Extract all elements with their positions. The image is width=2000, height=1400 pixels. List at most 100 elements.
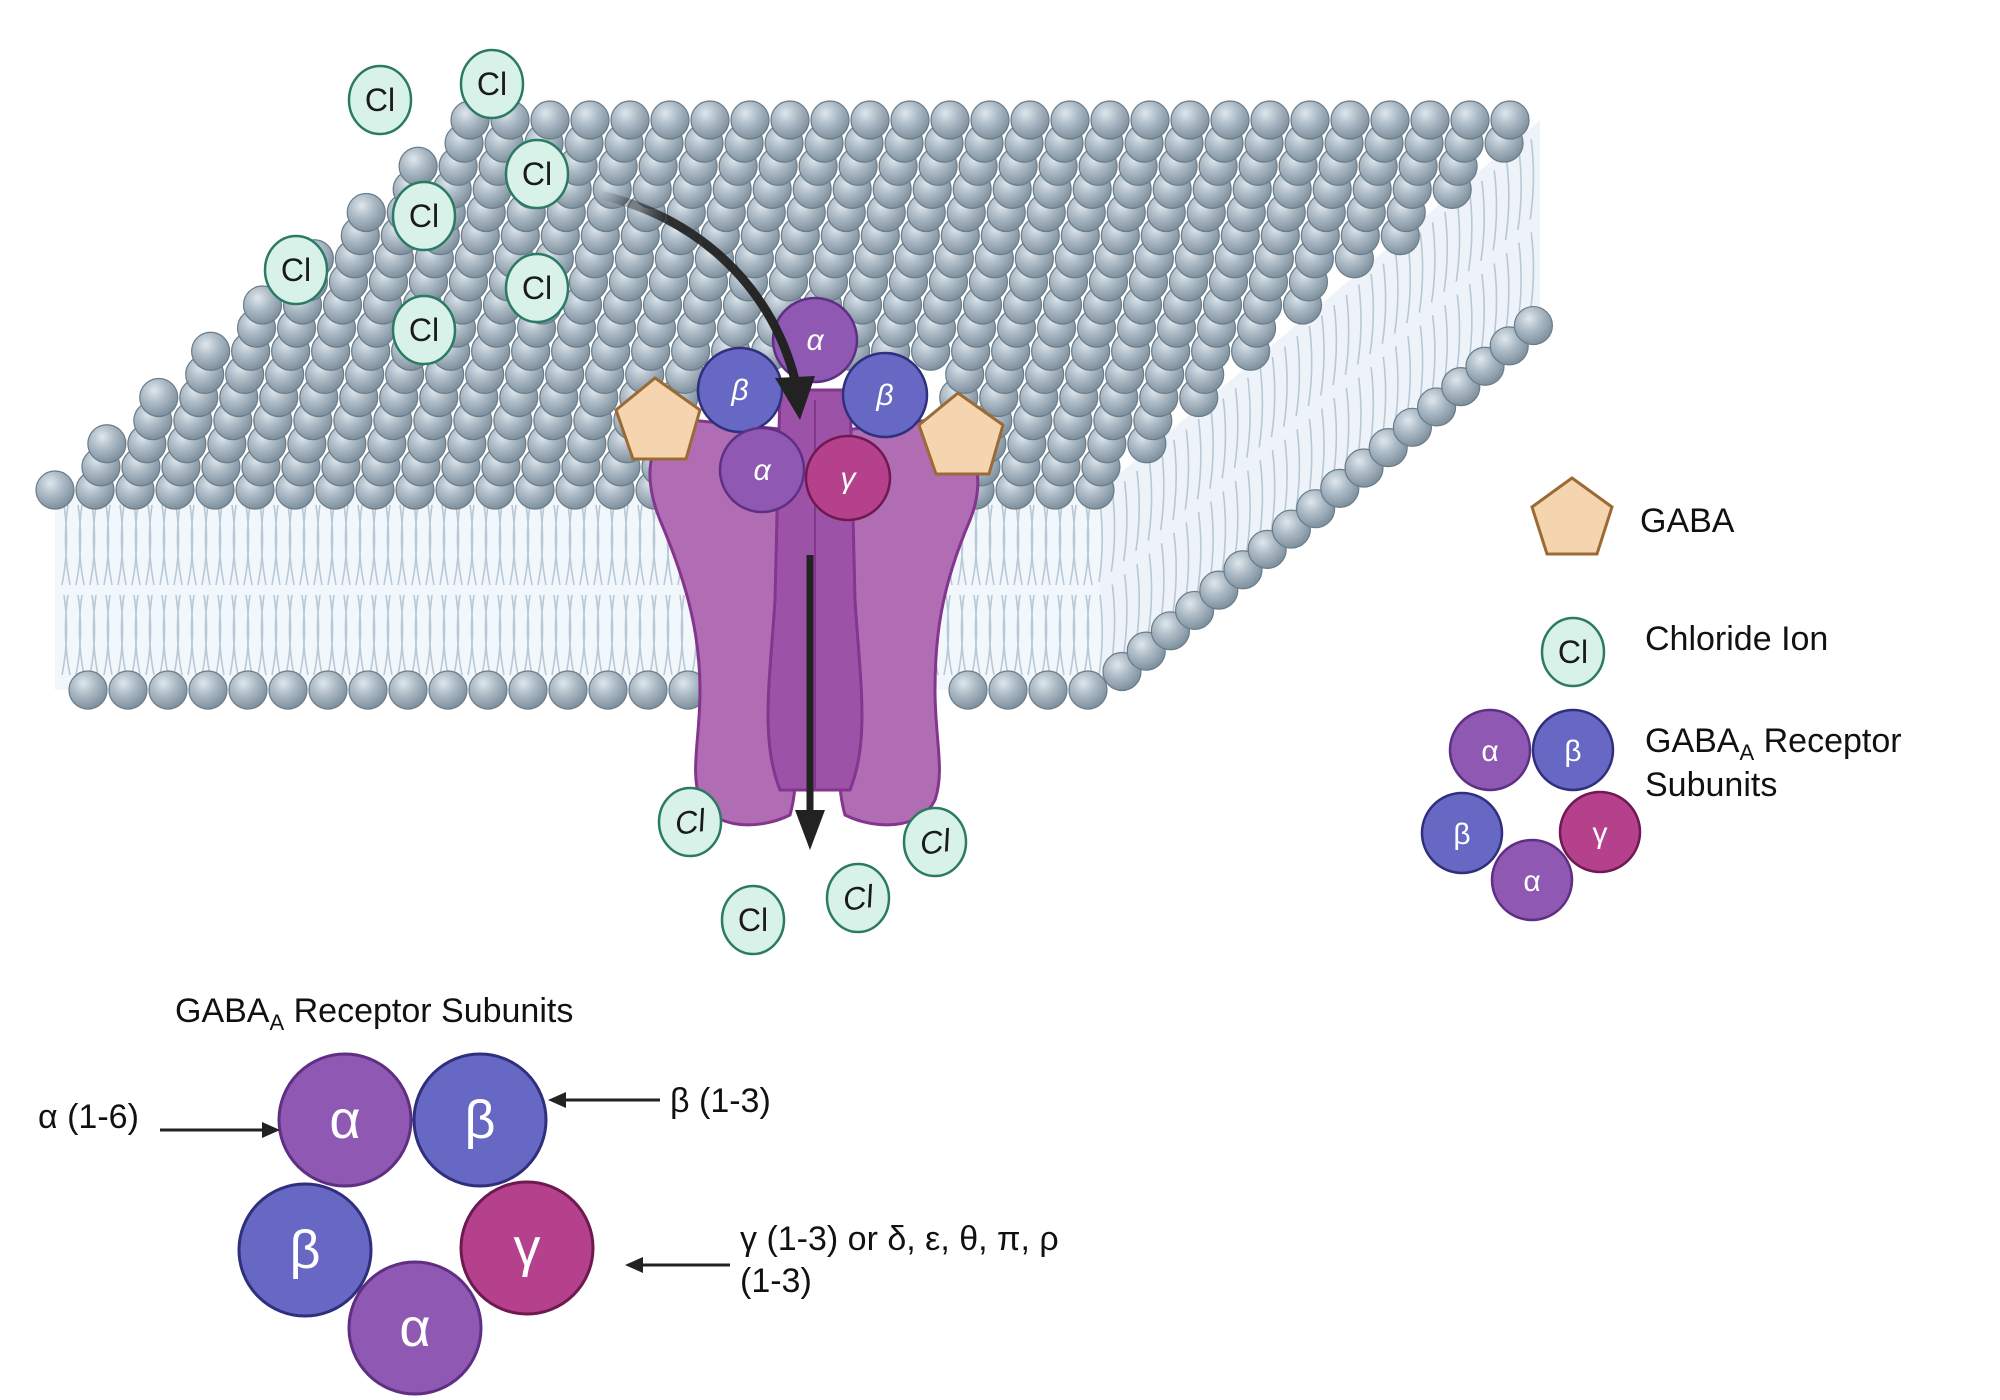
- chloride-ion-label: Cl: [365, 82, 395, 118]
- bilayer-side-fill: [1100, 120, 1540, 690]
- lipid-tail: [1480, 180, 1485, 354]
- chloride-ion-label: Cl: [522, 156, 552, 192]
- lipid-head: [1410, 100, 1450, 140]
- detail-title-sub: A: [269, 1010, 284, 1035]
- channel-subunit-label: α: [753, 454, 771, 487]
- lipid-head: [1170, 100, 1210, 140]
- chloride-ion: [347, 64, 413, 136]
- lipid-tail: [1027, 504, 1037, 676]
- legend-subunit: [1490, 838, 1574, 922]
- lipid-head: [690, 100, 730, 140]
- lipid-tail: [495, 504, 505, 676]
- label-beta: β (1-3): [670, 1082, 771, 1120]
- chloride-ion: [504, 252, 570, 324]
- lipid-head: [1010, 100, 1050, 140]
- lipid-tail: [1041, 504, 1051, 676]
- lipid-head: [388, 670, 428, 710]
- channel-subunit-label: α: [806, 324, 824, 357]
- lipid-head: [850, 100, 890, 140]
- channel-subunit: [696, 346, 784, 434]
- lipid-tail: [551, 504, 561, 676]
- lipid-tail: [1529, 139, 1535, 313]
- lipid-head: [398, 146, 438, 186]
- detail-title: GABAA Receptor Subunits: [175, 992, 573, 1035]
- lipid-tail: [159, 504, 169, 676]
- lipid-tail: [1455, 201, 1461, 375]
- lipid-head: [570, 100, 610, 140]
- lipid-head: [548, 670, 588, 710]
- lipid-tail: [1504, 160, 1510, 334]
- lipid-head: [970, 100, 1010, 140]
- lipid-tail: [327, 504, 337, 676]
- lipid-tail: [425, 504, 435, 676]
- lipid-head: [1490, 100, 1530, 140]
- lipid-tail: [397, 504, 407, 676]
- lipid-head: [1450, 100, 1490, 140]
- legend-subunit-label: β: [1453, 818, 1470, 851]
- lipid-tail: [173, 504, 183, 676]
- legend-chloride-label: Chloride Ion: [1645, 620, 1828, 658]
- lipid-tail: [579, 504, 589, 676]
- lipid-tail: [621, 504, 631, 676]
- chloride-ion: [459, 48, 525, 120]
- lipid-heads-bottom-side: [1102, 305, 1554, 692]
- channel-subunit: [841, 351, 929, 439]
- lipid-head: [228, 670, 268, 710]
- lipid-tail: [187, 504, 197, 676]
- detail-subunit: [412, 1052, 548, 1188]
- legend-subunit: [1448, 708, 1532, 792]
- lipid-tail: [1295, 336, 1301, 510]
- lipid-tail: [243, 504, 253, 676]
- lipid-tail: [411, 504, 421, 676]
- legend-receptor-sub: A: [1739, 740, 1754, 765]
- curved-arrow-head: [775, 376, 815, 420]
- lipid-tail: [89, 504, 99, 676]
- lipid-tail: [145, 504, 155, 676]
- channel-subunit: [718, 426, 806, 514]
- chloride-ion-label: Cl: [281, 252, 311, 288]
- lipid-tail: [467, 504, 477, 676]
- label-gamma-line2: (1-3): [740, 1262, 812, 1300]
- arrow-alpha-head: [262, 1122, 280, 1138]
- chloride-ion-label: Cl: [738, 902, 768, 938]
- lipid-head: [87, 424, 127, 464]
- lipid-head: [108, 670, 148, 710]
- label-gamma-line1: γ (1-3) or δ, ε, θ, π, ρ: [740, 1220, 1059, 1258]
- lipid-tail: [635, 504, 645, 676]
- arrow-beta-head: [548, 1092, 566, 1108]
- lipid-head: [628, 670, 668, 710]
- legend-subunit: [1531, 708, 1615, 792]
- detail-subunit-label: β: [289, 1220, 320, 1280]
- lipid-head: [1370, 100, 1410, 140]
- lipid-head: [890, 100, 930, 140]
- lipid-tail: [985, 504, 995, 676]
- lipid-tail: [201, 504, 211, 676]
- lipid-tail: [1013, 504, 1023, 676]
- channel-subunit-label: γ: [841, 462, 858, 495]
- chloride-ion: [504, 138, 570, 210]
- lipid-tail: [1246, 377, 1251, 551]
- chloride-ion-label: Cl: [477, 66, 507, 102]
- lipid-tail: [61, 504, 71, 676]
- chloride-ion-label: Cl: [409, 312, 439, 348]
- arrow-gamma-head: [625, 1257, 643, 1273]
- legend-gaba-icon: [1530, 476, 1614, 556]
- lipid-tail: [537, 504, 547, 676]
- lipid-head: [810, 100, 850, 140]
- lipid-tail: [271, 504, 281, 676]
- lipid-head: [948, 670, 988, 710]
- lipid-head: [1250, 100, 1290, 140]
- lipid-head: [1330, 100, 1370, 140]
- legend-receptor-main: GABA: [1645, 722, 1740, 760]
- lipid-tail: [593, 504, 603, 676]
- lipid-head: [242, 285, 283, 325]
- lipid-tail: [355, 504, 365, 676]
- channel-subunit-label: β: [730, 374, 748, 407]
- legend-subunit-label: β: [1564, 735, 1581, 768]
- lipid-tail: [1083, 504, 1093, 676]
- lipid-head: [1028, 670, 1068, 710]
